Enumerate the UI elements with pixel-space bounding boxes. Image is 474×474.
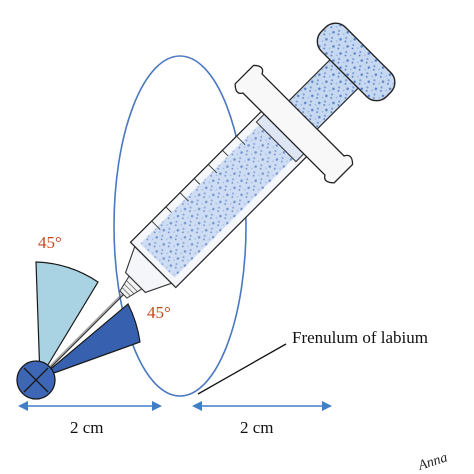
plunger-thumb-press [316,22,396,102]
right-dimension-arrow [192,401,332,411]
lip-outline-ellipse [113,55,247,397]
lower-angle-label: 45° [147,303,171,322]
needle [39,294,124,379]
circle-with-x-icon [16,360,56,400]
left-distance-label: 2 cm [70,418,104,437]
syringe [39,22,396,379]
graduation-marks [151,135,246,230]
left-dimension-arrow [18,401,162,411]
frenulum-label: Frenulum of labium [292,328,428,347]
frenulum-leader-line [197,343,287,395]
finger-flange [234,64,354,184]
lower-angle-wedge [39,303,141,379]
artist-signature: Anna [416,450,450,474]
upper-angle-label: 45° [38,233,62,252]
right-distance-label: 2 cm [240,418,274,437]
syringe-fluid [140,117,301,278]
upper-angle-wedge [35,261,99,381]
